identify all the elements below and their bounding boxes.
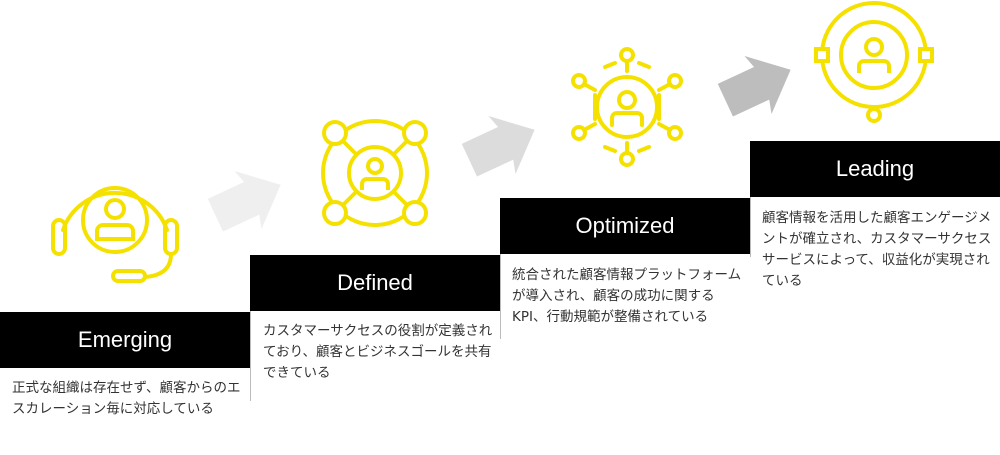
arrow-right-icon	[207, 170, 281, 232]
stage-title-leading: Leading	[750, 141, 1000, 197]
user-hub-icon	[571, 47, 683, 167]
arrow-right-icon	[717, 55, 791, 117]
stage-title-emerging: Emerging	[0, 312, 250, 368]
stage-description-leading: 顧客情報を活用した顧客エンゲージメントが確立され、カスタマーサクセスサービスによ…	[762, 210, 992, 289]
divider	[250, 311, 251, 401]
arrow-right-icon	[461, 115, 535, 177]
headset-user-icon	[51, 186, 179, 283]
stage-description-defined: カスタマーサクセスの役割が定義されており、顧客とビジネスゴールを共有できている	[263, 323, 493, 381]
stage-description-emerging: 正式な組織は存在せず、顧客からのエスカレーション毎に対応している	[12, 380, 241, 417]
stage-title-defined: Defined	[250, 255, 500, 311]
user-network-icon	[321, 119, 429, 227]
divider	[500, 254, 501, 339]
stage-description-optimized: 統合された顧客情報プラットフォームが導入され、顧客の成功に関するKPI、行動規範…	[512, 267, 742, 325]
stage-title-optimized: Optimized	[500, 198, 750, 254]
divider	[750, 197, 751, 257]
user-orbit-icon	[814, 1, 934, 123]
